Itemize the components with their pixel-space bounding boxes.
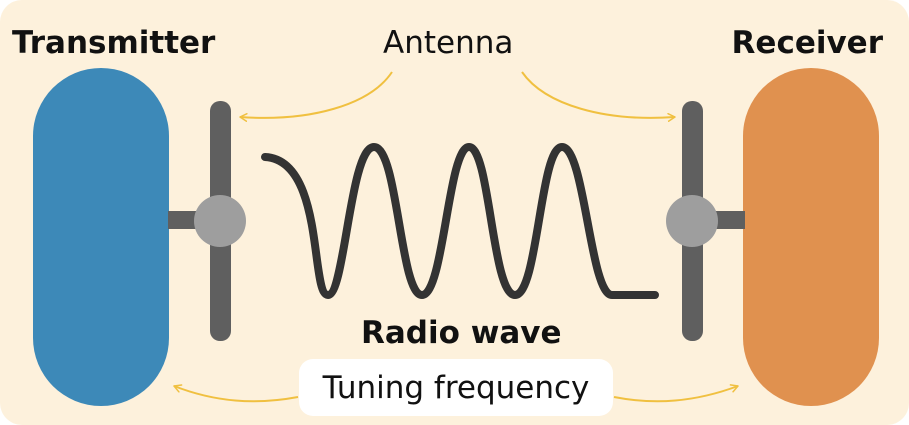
receiver-antenna-joint — [666, 195, 718, 247]
antenna-arrow-right — [521, 71, 676, 122]
antenna-arrow-left — [239, 71, 393, 122]
tuning-frequency-label: Tuning frequency — [322, 369, 590, 406]
receiver-label: Receiver — [731, 25, 883, 61]
radio-wave — [261, 143, 659, 299]
tuning-arrow-right — [613, 384, 739, 403]
radio-wave-label: Radio wave — [361, 315, 562, 351]
transmitter-label: Transmitter — [12, 25, 216, 61]
tuning-frequency-box: Tuning frequency — [299, 359, 613, 416]
receiver-body — [743, 68, 879, 406]
antenna-label: Antenna — [383, 25, 514, 61]
transmitter-body — [33, 68, 169, 406]
tuning-arrow-left — [173, 384, 299, 403]
transmitter-antenna-joint — [194, 195, 246, 247]
